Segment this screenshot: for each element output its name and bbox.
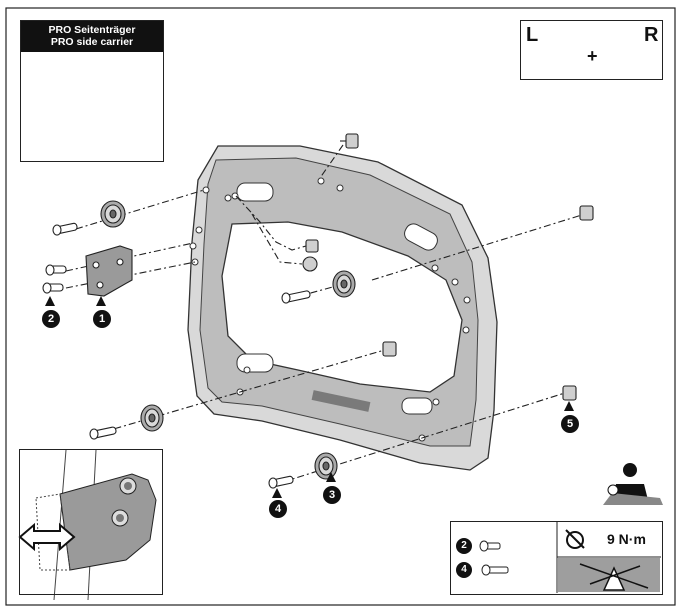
torque-item-4: 4 — [456, 562, 472, 578]
rider-on-bike-icon — [603, 463, 663, 505]
inset-box — [19, 449, 163, 595]
plus-sign: + — [587, 46, 598, 66]
title-header: PRO Seitenträger PRO side carrier — [21, 21, 163, 52]
torque-screws — [479, 540, 509, 576]
callout-5: 5 — [561, 415, 579, 433]
torque-value: 9 N·m — [607, 531, 646, 547]
torque-item-2: 2 — [456, 538, 472, 554]
side-carrier-plate — [187, 145, 498, 471]
callout-1: 1 — [93, 310, 111, 328]
double-arrow-icon — [18, 522, 76, 552]
left-side-label: L — [526, 24, 539, 46]
title-german: PRO Seitenträger — [48, 24, 136, 36]
callout-2: 2 — [42, 310, 60, 328]
left-right-box — [520, 20, 663, 80]
right-side-label: R — [644, 24, 659, 46]
callout-3: 3 — [323, 486, 341, 504]
title-english: PRO side carrier — [50, 36, 134, 48]
assembly-lines — [65, 144, 586, 483]
title-box: PRO Seitenträger PRO side carrier — [20, 20, 164, 162]
torque-box — [450, 521, 663, 595]
no-threadlocker-icon — [579, 563, 649, 591]
hardware-parts — [42, 133, 594, 489]
callout-4: 4 — [269, 500, 287, 518]
torque-wrench-icon — [565, 529, 585, 549]
callout-pointers — [45, 296, 574, 498]
inset-detail — [35, 449, 157, 601]
